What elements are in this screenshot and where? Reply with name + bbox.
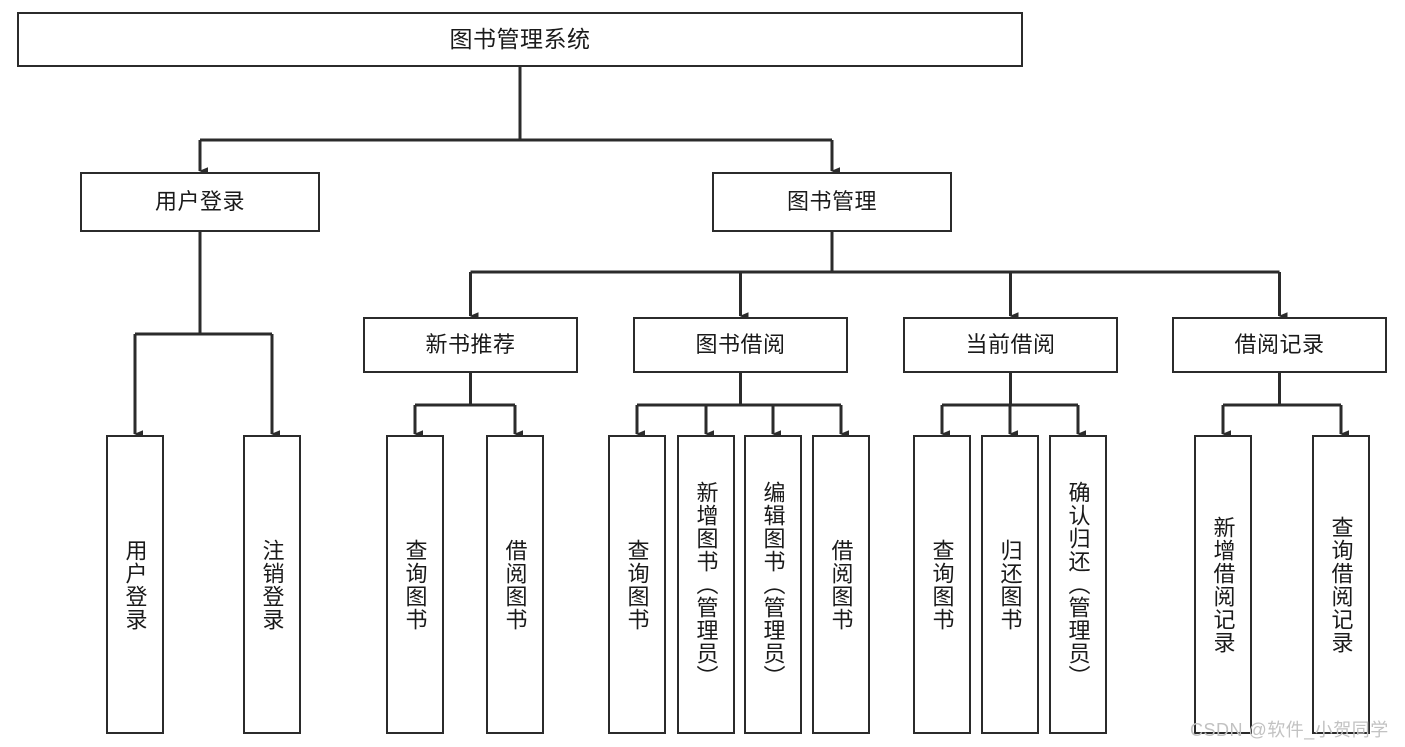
- node-label: 当前借阅: [965, 332, 1056, 358]
- node-label: 归还图书: [997, 538, 1023, 631]
- node-label: 图书借阅: [695, 332, 786, 358]
- node-label: 借阅记录: [1234, 332, 1325, 358]
- node-leaf-logout[interactable]: 注销登录: [243, 435, 301, 734]
- node-leaf-query-book-rec[interactable]: 查询图书: [386, 435, 444, 734]
- node-user-login[interactable]: 用户登录: [80, 172, 320, 232]
- node-leaf-add-book[interactable]: 新增图书（管理员）: [677, 435, 735, 734]
- node-label: 图书管理系统: [449, 25, 591, 52]
- node-leaf-edit-book[interactable]: 编辑图书（管理员）: [744, 435, 802, 734]
- node-label: 查询图书: [624, 538, 650, 631]
- node-leaf-query-book-b[interactable]: 查询图书: [608, 435, 666, 734]
- node-current-borrow[interactable]: 当前借阅: [903, 317, 1118, 373]
- node-label: 新增借阅记录: [1210, 515, 1236, 654]
- node-label: 用户登录: [122, 538, 148, 631]
- node-label: 图书管理: [786, 189, 877, 215]
- node-label: 借阅图书: [828, 538, 854, 631]
- node-label: 编辑图书（管理员）: [760, 481, 786, 688]
- node-leaf-return-book[interactable]: 归还图书: [981, 435, 1039, 734]
- node-root[interactable]: 图书管理系统: [17, 12, 1023, 67]
- node-leaf-add-record[interactable]: 新增借阅记录: [1194, 435, 1252, 734]
- node-label: 确认归还（管理员）: [1065, 481, 1091, 688]
- node-label: 新书推荐: [425, 332, 516, 358]
- node-label: 借阅图书: [502, 538, 528, 631]
- node-leaf-query-record[interactable]: 查询借阅记录: [1312, 435, 1370, 734]
- node-new-book-rec[interactable]: 新书推荐: [363, 317, 578, 373]
- node-label: 注销登录: [259, 538, 285, 631]
- node-leaf-user-login[interactable]: 用户登录: [106, 435, 164, 734]
- node-label: 新增图书（管理员）: [693, 481, 719, 688]
- node-label: 查询借阅记录: [1328, 515, 1354, 654]
- node-label: 查询图书: [402, 538, 428, 631]
- node-leaf-confirm-return[interactable]: 确认归还（管理员）: [1049, 435, 1107, 734]
- node-book-borrow[interactable]: 图书借阅: [633, 317, 848, 373]
- node-label: 用户登录: [154, 189, 245, 215]
- node-leaf-borrow-book-b[interactable]: 借阅图书: [812, 435, 870, 734]
- node-book-manage[interactable]: 图书管理: [712, 172, 952, 232]
- node-borrow-record[interactable]: 借阅记录: [1172, 317, 1387, 373]
- node-leaf-borrow-book-rec[interactable]: 借阅图书: [486, 435, 544, 734]
- node-label: 查询图书: [929, 538, 955, 631]
- node-leaf-query-book-c[interactable]: 查询图书: [913, 435, 971, 734]
